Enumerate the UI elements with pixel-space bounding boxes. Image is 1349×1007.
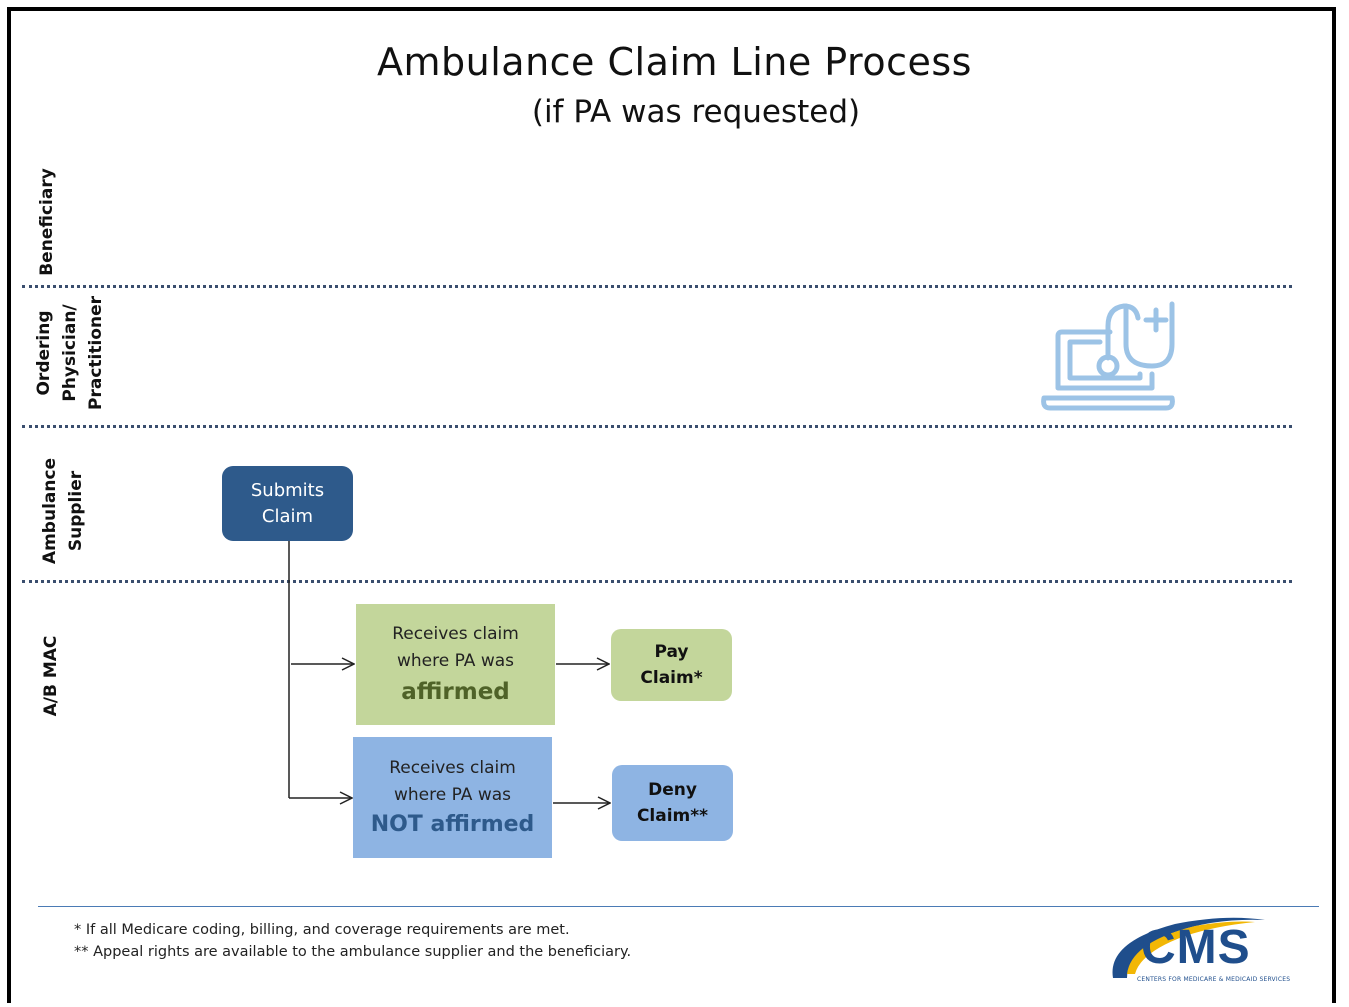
laptop-stethoscope-icon — [1041, 301, 1175, 411]
submits-claim-node: Submits Claim — [222, 466, 353, 541]
node-text: where PA was — [397, 650, 514, 671]
diagram-subtitle: (if PA was requested) — [531, 94, 861, 130]
footnote-2: ** Appeal rights are available to the am… — [74, 944, 632, 960]
node-text: Pay — [654, 642, 689, 662]
lane-divider — [22, 285, 1292, 288]
lane-divider — [22, 580, 1292, 583]
logo-tagline: CENTERS FOR MEDICARE & MEDICAID SERVICES — [1137, 976, 1291, 983]
node-emphasis: NOT affirmed — [370, 811, 535, 837]
node-emphasis: affirmed — [401, 678, 510, 705]
node-text: Claim* — [640, 668, 703, 688]
pay-claim-node: Pay Claim* — [611, 629, 732, 701]
diagram-title: Ambulance Claim Line Process — [377, 40, 972, 84]
deny-claim-node: Deny Claim** — [612, 765, 733, 841]
footnote-1: * If all Medicare coding, billing, and c… — [74, 922, 570, 938]
pa-not-affirmed-node: Receives claim where PA was NOT affirmed — [353, 737, 552, 858]
lane-divider — [22, 425, 1292, 428]
node-text: Receives claim — [389, 757, 516, 778]
node-text: Claim** — [636, 806, 709, 826]
node-text: Deny — [648, 780, 697, 800]
logo-swoosh-icon — [1112, 917, 1265, 978]
node-text: where PA was — [394, 784, 511, 805]
cms-logo: CMS CENTERS FOR MEDICARE & MEDICAID SERV… — [1105, 912, 1295, 992]
node-text: Claim — [261, 505, 314, 527]
footer-rule — [38, 906, 1319, 907]
pa-affirmed-node: Receives claim where PA was affirmed — [356, 604, 555, 725]
node-text: Receives claim — [392, 623, 519, 644]
logo-wordmark: CMS — [1141, 921, 1251, 974]
node-text: Submits — [250, 479, 325, 501]
